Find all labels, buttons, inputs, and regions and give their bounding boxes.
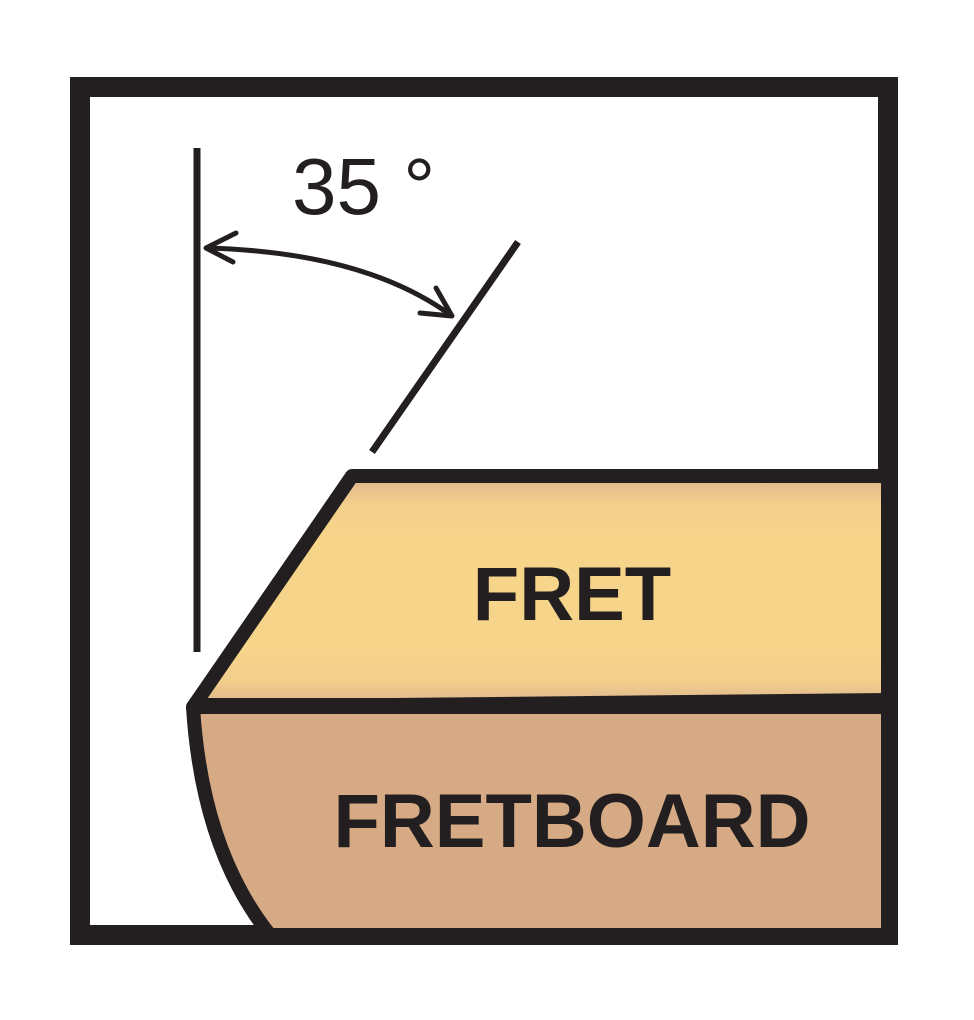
fret-label: FRET: [473, 552, 671, 637]
arc-arrowhead-right-icon: [417, 285, 455, 319]
angle-label: 35 °: [292, 142, 435, 231]
fretboard-shape: [186, 700, 895, 942]
angle-arc: [205, 245, 454, 319]
arc-arrowhead-left-icon: [203, 230, 239, 265]
angle-reference-line: [369, 240, 521, 454]
fretboard-label: FRETBOARD: [333, 779, 810, 864]
